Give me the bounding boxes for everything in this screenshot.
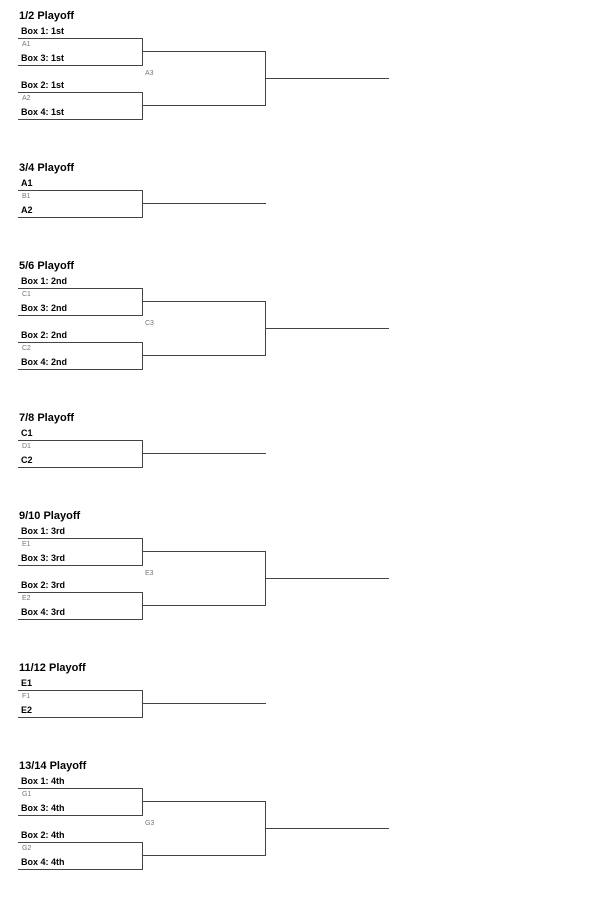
match-top-team: Box 2: 1st	[21, 80, 65, 90]
match-top-team: Box 2: 3rd	[21, 580, 66, 590]
final-line	[265, 578, 389, 579]
final-line	[265, 78, 389, 79]
match-top-team: Box 1: 4th	[21, 776, 65, 786]
semi-top-link	[142, 51, 266, 52]
match-bottom-team: Box 4: 4th	[21, 857, 65, 867]
match-top-line	[18, 592, 143, 593]
single-final-line	[142, 203, 266, 204]
final-line	[265, 828, 389, 829]
match-bottom-team: Box 4: 1st	[21, 107, 65, 117]
match-code: C2	[22, 345, 31, 352]
match-code: D1	[22, 443, 31, 450]
match-bottom-team: Box 3: 4th	[21, 803, 65, 813]
match-code: C1	[22, 291, 31, 298]
match-code: B1	[22, 193, 31, 200]
section-title: 1/2 Playoff	[19, 10, 75, 22]
match-bottom-line	[18, 869, 143, 870]
match-right-connector	[142, 190, 143, 218]
match-code: E1	[22, 541, 31, 548]
match-top-line	[18, 190, 143, 191]
match-bottom-team: Box 3: 3rd	[21, 553, 66, 563]
section-title: 13/14 Playoff	[19, 760, 87, 772]
match-bottom-team: Box 3: 2nd	[21, 303, 68, 313]
match-bottom-line	[18, 369, 143, 370]
match-top-line	[18, 690, 143, 691]
semi-bottom-link	[142, 855, 266, 856]
final-line	[265, 328, 389, 329]
semi-bottom-link	[142, 105, 266, 106]
match-bottom-team: Box 4: 3rd	[21, 607, 66, 617]
match-top-line	[18, 788, 143, 789]
match-top-line	[18, 342, 143, 343]
match-top-team: C1	[21, 428, 33, 438]
match-bottom-line	[18, 217, 143, 218]
final-code: E3	[145, 570, 154, 577]
single-final-line	[142, 703, 266, 704]
final-code: A3	[145, 70, 154, 77]
match-right-connector	[142, 788, 143, 816]
match-bottom-team: Box 3: 1st	[21, 53, 65, 63]
match-top-line	[18, 288, 143, 289]
match-bottom-team: C2	[21, 455, 33, 465]
match-bottom-line	[18, 815, 143, 816]
semi-top-link	[142, 551, 266, 552]
match-bottom-line	[18, 65, 143, 66]
final-code: C3	[145, 320, 154, 327]
match-top-line	[18, 440, 143, 441]
section-title: 9/10 Playoff	[19, 510, 81, 522]
match-top-line	[18, 538, 143, 539]
match-bottom-line	[18, 619, 143, 620]
semi-bottom-link	[142, 355, 266, 356]
semi-top-link	[142, 801, 266, 802]
match-code: F1	[22, 693, 31, 700]
match-bottom-line	[18, 467, 143, 468]
section-title: 11/12 Playoff	[19, 662, 86, 674]
semi-top-link	[142, 301, 266, 302]
match-top-line	[18, 842, 143, 843]
match-code: E2	[22, 595, 31, 602]
match-top-team: A1	[21, 178, 33, 188]
match-top-team: Box 1: 3rd	[21, 526, 66, 536]
match-top-line	[18, 38, 143, 39]
match-bottom-line	[18, 315, 143, 316]
match-bottom-team: A2	[21, 205, 33, 215]
semi-bottom-link	[142, 605, 266, 606]
match-bottom-line	[18, 119, 143, 120]
section-title: 3/4 Playoff	[19, 162, 75, 174]
match-right-connector	[142, 38, 143, 66]
match-top-line	[18, 92, 143, 93]
match-code: A1	[22, 41, 31, 48]
match-right-connector	[142, 342, 143, 370]
match-top-team: E1	[21, 678, 33, 688]
match-right-connector	[142, 592, 143, 620]
match-right-connector	[142, 690, 143, 718]
match-code: A2	[22, 95, 31, 102]
match-bottom-line	[18, 565, 143, 566]
match-right-connector	[142, 440, 143, 468]
match-right-connector	[142, 538, 143, 566]
single-final-line	[142, 453, 266, 454]
match-code: G2	[22, 845, 32, 852]
match-code: G1	[22, 791, 32, 798]
section-title: 5/6 Playoff	[19, 260, 75, 272]
match-right-connector	[142, 842, 143, 870]
section-title: 7/8 Playoff	[19, 412, 75, 424]
match-top-team: Box 2: 4th	[21, 830, 65, 840]
match-top-team: Box 1: 1st	[21, 26, 65, 36]
match-top-team: Box 2: 2nd	[21, 330, 68, 340]
final-code: G3	[145, 820, 155, 827]
match-top-team: Box 1: 2nd	[21, 276, 68, 286]
match-bottom-team: E2	[21, 705, 33, 715]
match-right-connector	[142, 288, 143, 316]
match-bottom-team: Box 4: 2nd	[21, 357, 68, 367]
match-right-connector	[142, 92, 143, 120]
match-bottom-line	[18, 717, 143, 718]
